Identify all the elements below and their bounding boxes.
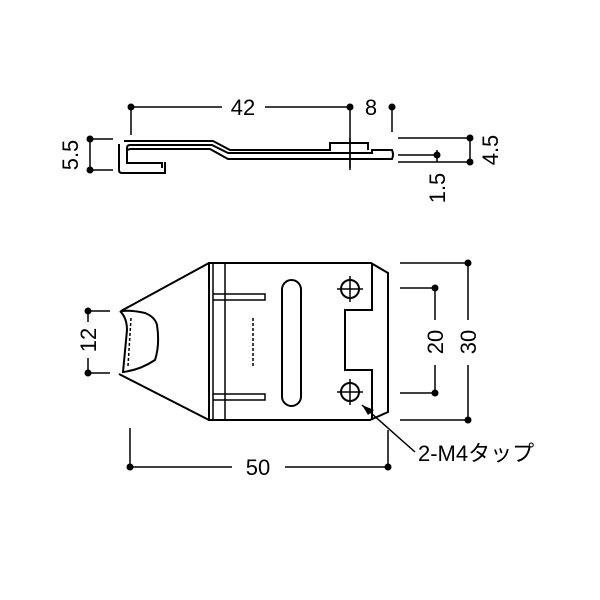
dim-8-label: 8 — [365, 95, 377, 120]
tap-note-label: 2-M4タップ — [418, 441, 534, 466]
dim-42-line — [127, 103, 396, 168]
dim-20-line — [400, 284, 439, 397]
dim-42-label: 42 — [231, 95, 255, 120]
dim-5.5-label: 5.5 — [58, 140, 83, 171]
dim-12-label: 12 — [76, 328, 101, 352]
plan-view: 12 20 30 50 2-M4タップ — [76, 259, 534, 480]
dim-30-label: 30 — [456, 330, 481, 354]
side-view: 42 8 5.5 4.5 1.5 — [58, 95, 503, 203]
dim-4.5-label: 4.5 — [478, 135, 503, 166]
plate-outline — [118, 262, 389, 421]
dim-4.5-line — [398, 134, 474, 166]
dim-20-label: 20 — [423, 330, 448, 354]
bracket-profile — [118, 138, 394, 174]
dim-12-line — [84, 307, 110, 377]
tap-leader-line — [361, 404, 416, 453]
dim-5.5-line — [86, 135, 113, 174]
tapped-hole-bottom — [337, 379, 363, 405]
dim-30-line — [400, 259, 472, 424]
tapped-hole-top — [337, 276, 363, 302]
dim-1.5-label: 1.5 — [425, 173, 450, 204]
dim-50-label: 50 — [246, 455, 270, 480]
dim-50-line — [126, 428, 392, 471]
